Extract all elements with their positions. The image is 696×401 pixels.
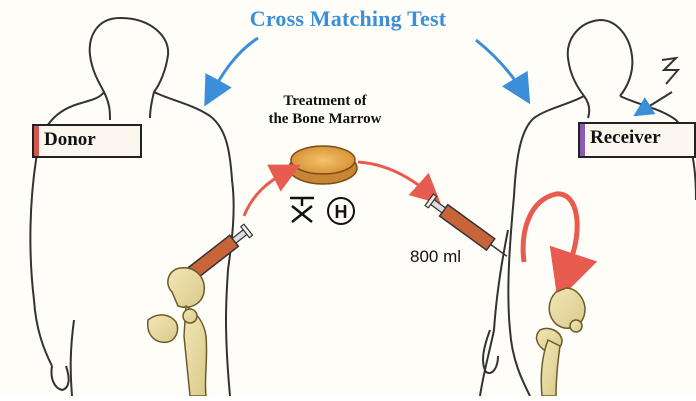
diagram-title: Cross Matching Test [0,6,696,32]
donor-label: Donor [32,124,142,158]
hospital-icon-letter: H [335,202,348,222]
volume-label: 800 ml [410,247,461,267]
treatment-caption-line1: Treatment of [240,92,410,110]
receiver-label: Receiver [578,122,696,158]
petri-dish-marrow [291,146,355,174]
treatment-caption-line2: the Bone Marrow [240,110,410,128]
treatment-caption: Treatment of the Bone Marrow [240,92,410,128]
